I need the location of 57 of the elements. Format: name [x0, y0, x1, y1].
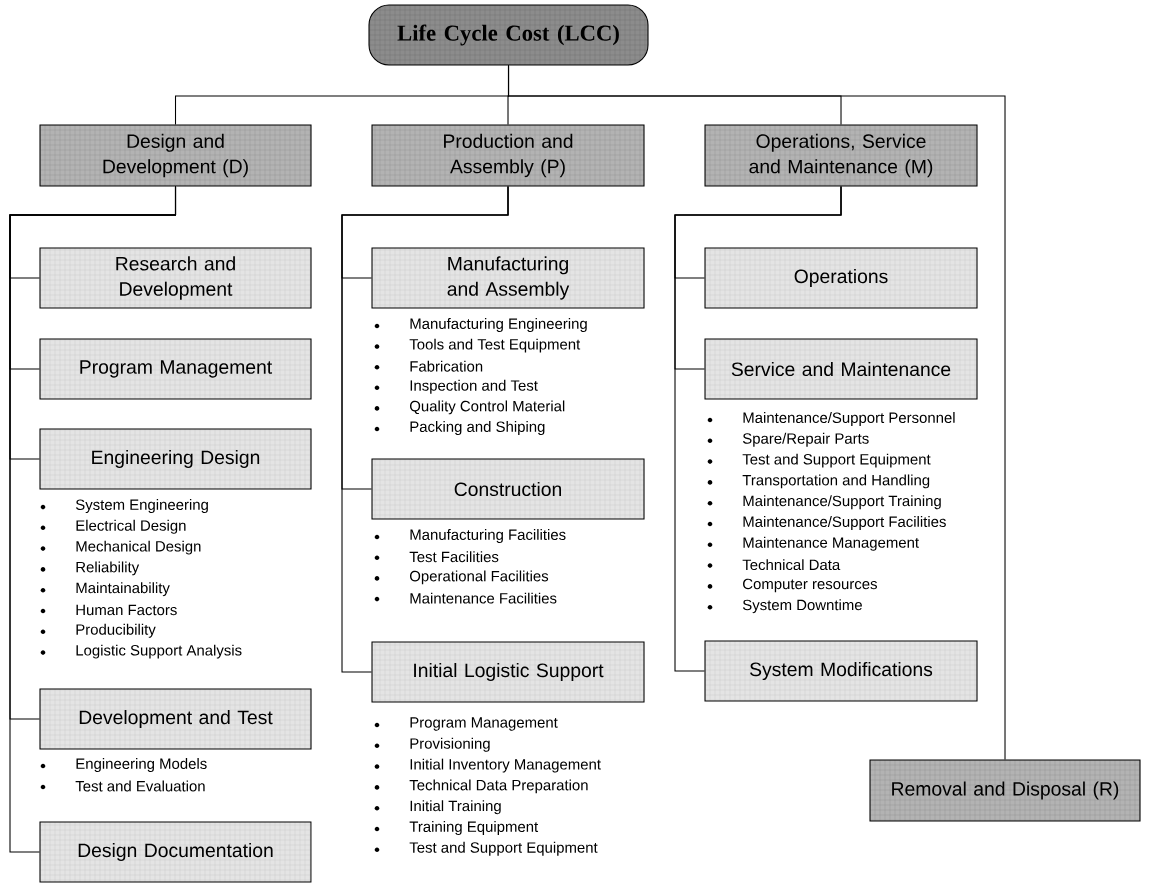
bullet-item: Fabrication — [374, 360, 483, 372]
bullet-item: Training Equipment — [374, 821, 539, 835]
category-box: Production and Assembly (P) — [371, 124, 645, 187]
bullet-item: System Downtime — [707, 599, 862, 614]
bullet-item: Initial Inventory Management — [374, 758, 601, 773]
process-box: Research and Development — [39, 247, 312, 309]
bullet-item: Operational Facilities — [374, 570, 549, 585]
bullet-item: Transportation and Handling — [707, 474, 930, 489]
process-box: Program Management — [39, 338, 312, 400]
bullet-item: Quality Control Material — [374, 400, 565, 415]
bullet-item: Tools and Test Equipment — [374, 338, 581, 353]
bullet-item: Manufacturing Engineering — [374, 318, 587, 332]
bullet-item: Logistic Support Analysis — [40, 644, 242, 659]
bullet-item: Mechanical Design — [40, 540, 201, 555]
bullet-item: Maintenance/Support Facilities — [707, 516, 946, 530]
bullet-item: Producibility — [40, 623, 156, 638]
bullet-item: Maintainability — [40, 582, 170, 597]
bullet-item: Program Management — [374, 717, 558, 731]
process-box: Development and Test — [39, 688, 312, 750]
process-box: Design Documentation — [39, 821, 312, 883]
bullet-item: System Engineering — [40, 499, 208, 513]
bullet-item: Manufacturing Facilities — [374, 529, 566, 543]
category-box: Design and Development (D) — [39, 124, 312, 187]
connector — [9, 186, 177, 853]
bullet-item: Test and Evaluation — [40, 780, 205, 792]
category-box: Removal and Disposal (R) — [869, 759, 1141, 822]
bullet-item: Packing and Shiping — [374, 421, 545, 435]
bullet-item: Test Facilities — [374, 551, 499, 563]
bullet-item: Technical Data — [707, 559, 841, 571]
bullet-item: Electrical Design — [40, 519, 186, 534]
bullet-item: Human Factors — [40, 604, 177, 616]
oval-box: Life Cycle Cost (LCC) — [368, 4, 649, 66]
process-box: Service and Maintenance — [704, 338, 978, 400]
bullet-item: Test and Support Equipment — [374, 841, 598, 856]
process-box: Initial Logistic Support — [371, 641, 645, 703]
category-box: Operations, Service and Maintenance (M) — [704, 124, 978, 187]
bullet-item: Maintenance/Support Training — [707, 495, 941, 510]
connector — [341, 186, 509, 673]
bullet-item: Technical Data Preparation — [374, 779, 588, 794]
bullet-item: Test and Support Equipment — [707, 453, 931, 468]
bullet-item: Maintenance Facilities — [374, 592, 557, 604]
connector — [674, 186, 842, 672]
process-box: Manufacturing and Assembly — [371, 247, 645, 309]
process-box: Engineering Design — [39, 428, 312, 490]
bullet-item: Initial Training — [374, 800, 501, 815]
process-box: Construction — [371, 458, 645, 520]
bullet-item: Engineering Models — [40, 758, 207, 772]
bullet-item: Inspection and Test — [374, 379, 538, 394]
bullet-item: Spare/Repair Parts — [707, 432, 869, 447]
bullet-item: Computer resources — [707, 578, 877, 593]
bullet-item: Provisioning — [374, 737, 490, 752]
bullet-item: Reliability — [40, 561, 140, 576]
bullet-item: Maintenance Management — [707, 536, 919, 551]
process-box: System Modifications — [704, 640, 978, 702]
process-box: Operations — [704, 247, 978, 309]
bullet-item: Maintenance/Support Personnel — [707, 412, 955, 426]
connector — [507, 65, 1006, 760]
